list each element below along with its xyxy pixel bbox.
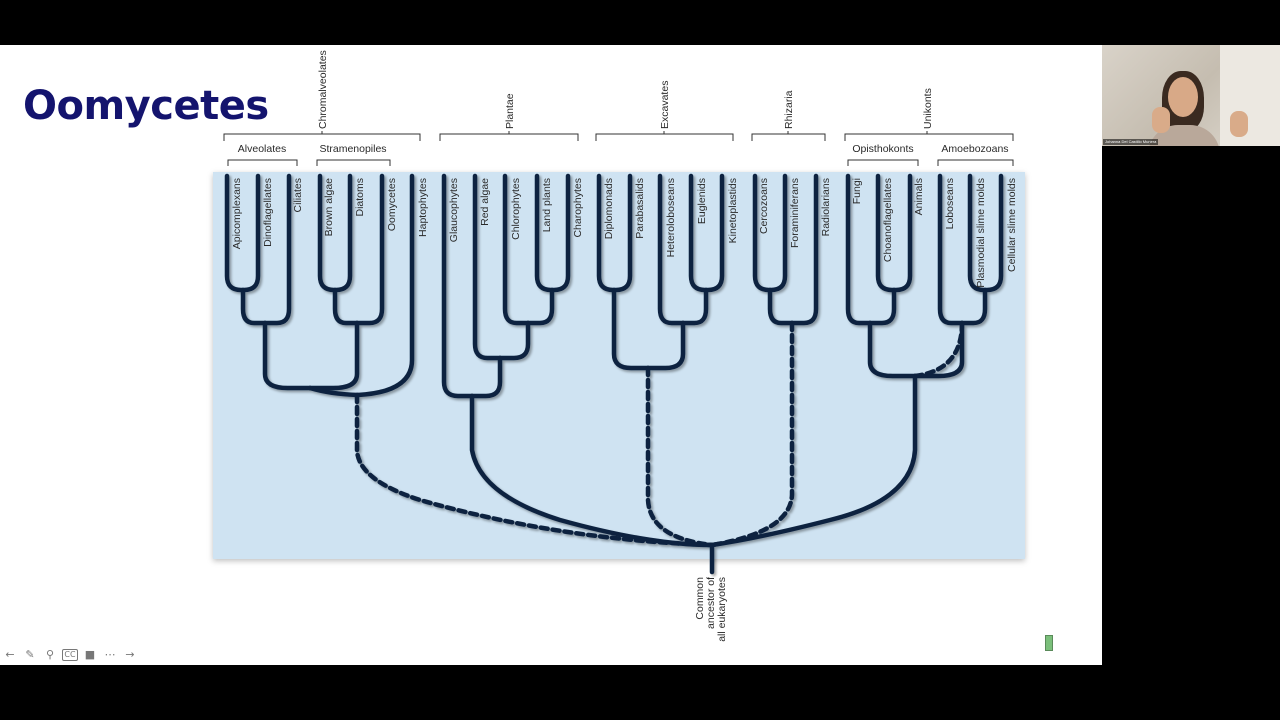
tree-branch: [355, 173, 415, 398]
supergroup-label: Excavates: [659, 81, 671, 129]
tip-label: Diatoms: [354, 178, 366, 217]
participant-hand-left: [1152, 107, 1170, 133]
tree-branch: [937, 173, 965, 326]
tree-branch: [912, 320, 965, 379]
tip-label: Apicomplexans: [231, 178, 243, 249]
video-icon[interactable]: ■: [84, 648, 96, 661]
tip-label: Chlorophytes: [510, 178, 522, 240]
supergroup-label: Unikonts: [922, 88, 934, 129]
tip-label: Euglenids: [696, 178, 708, 224]
tip-label: Haptophytes: [417, 178, 429, 237]
subgroup-label: Alveolates: [238, 143, 286, 155]
supergroup-label: Chromalveolates: [317, 50, 329, 129]
tip-label: Choanoflagellates: [882, 178, 894, 262]
tree-branch: [262, 320, 313, 391]
tip-label: Diplomonads: [603, 178, 615, 239]
tree-branch: [472, 173, 503, 361]
tree-branch: [867, 287, 897, 326]
tip-label: Glaucophytes: [448, 178, 460, 242]
tip-label: Radiolarians: [820, 178, 832, 236]
participant-hand-right: [1230, 111, 1248, 137]
subgroup-label: Opisthokonts: [852, 143, 913, 155]
participant-video[interactable]: Johanna Del Castillo Munera: [1102, 45, 1280, 146]
tip-label: Cercozoans: [758, 178, 770, 234]
tree-branch: [307, 320, 360, 391]
tip-label: Animals: [913, 178, 925, 215]
tip-label: Red algae: [479, 178, 491, 226]
root-label-line: ancestor of: [705, 577, 717, 629]
tree-branch: [240, 287, 268, 326]
tip-label: Dinoflagellates: [262, 178, 274, 247]
tree-branch: [332, 287, 360, 326]
pen-icon[interactable]: ✎: [25, 648, 35, 661]
tree-branch: [867, 320, 918, 379]
tree-branch: [845, 173, 873, 326]
tree-branch: [502, 173, 531, 326]
tree-branch: [307, 385, 361, 398]
tip-labels: Apicomplexans Dinoflagellates Ciliates Brow…: [231, 178, 1018, 288]
tip-label: Land plants: [541, 178, 553, 232]
tree-branch: [469, 355, 503, 399]
supergroup-label: Rhizaria: [783, 90, 795, 129]
arrow-left-icon[interactable]: ←: [5, 648, 15, 661]
slide-indicator-icon: [1045, 635, 1053, 651]
more-icon[interactable]: ⋯: [104, 648, 116, 661]
magnifier-icon[interactable]: ⚲: [45, 648, 55, 661]
uncertain-branch: [354, 392, 715, 548]
tree-branch: [789, 173, 819, 326]
tip-label: Ciliates: [292, 178, 304, 212]
tip-label: Charophytes: [572, 178, 584, 238]
tip-label: Oomycetes: [386, 178, 398, 231]
root-label-line: Common: [694, 577, 706, 620]
tree-branch: [657, 173, 686, 326]
tip-label: Parabasalids: [634, 178, 646, 239]
tree-branch: [645, 320, 686, 371]
tree-branch: [611, 287, 651, 371]
tip-label: Fungi: [851, 178, 863, 204]
tip-label: Heteroloboseans: [665, 178, 677, 257]
supergroup-label: Plantae: [504, 93, 516, 129]
tree-branch: [525, 287, 555, 326]
presentation-controls: ← ✎ ⚲ CC ■ ⋯ →: [2, 645, 138, 665]
participant-face: [1168, 77, 1198, 117]
tip-label: Plasmodial slime molds: [975, 178, 987, 288]
tree-branch: [354, 173, 385, 326]
subgroup-label: Amoebozoans: [941, 143, 1008, 155]
tree-branch: [497, 320, 531, 361]
captions-button[interactable]: CC: [62, 649, 78, 661]
subgroup-label: Stramenopiles: [319, 143, 386, 155]
tip-label: Brown algae: [323, 178, 335, 237]
arrow-right-icon[interactable]: →: [125, 648, 135, 661]
tip-label: Loboseans: [944, 178, 956, 229]
tip-label: Kinetoplastids: [727, 178, 739, 243]
tree-branches: [224, 173, 1004, 575]
tree-branch: [262, 173, 292, 326]
root-label-line: all eukaryotes: [716, 577, 728, 642]
tree-branch: [469, 393, 715, 548]
tip-label: Foraminiferans: [789, 178, 801, 248]
video-background: [1220, 45, 1280, 146]
tree-branch: [959, 287, 988, 326]
group-brackets: [223, 131, 1014, 166]
tree-branch: [680, 287, 709, 326]
tree-branch: [767, 287, 795, 326]
tree-branch: [709, 373, 918, 548]
participant-name: Johanna Del Castillo Munera: [1103, 139, 1159, 145]
tree-branch: [441, 173, 475, 399]
slide-title: Oomycetes: [23, 83, 269, 129]
uncertain-branch: [912, 320, 965, 379]
tip-label: Cellular slime molds: [1006, 178, 1018, 272]
uncertain-branch: [645, 365, 715, 548]
